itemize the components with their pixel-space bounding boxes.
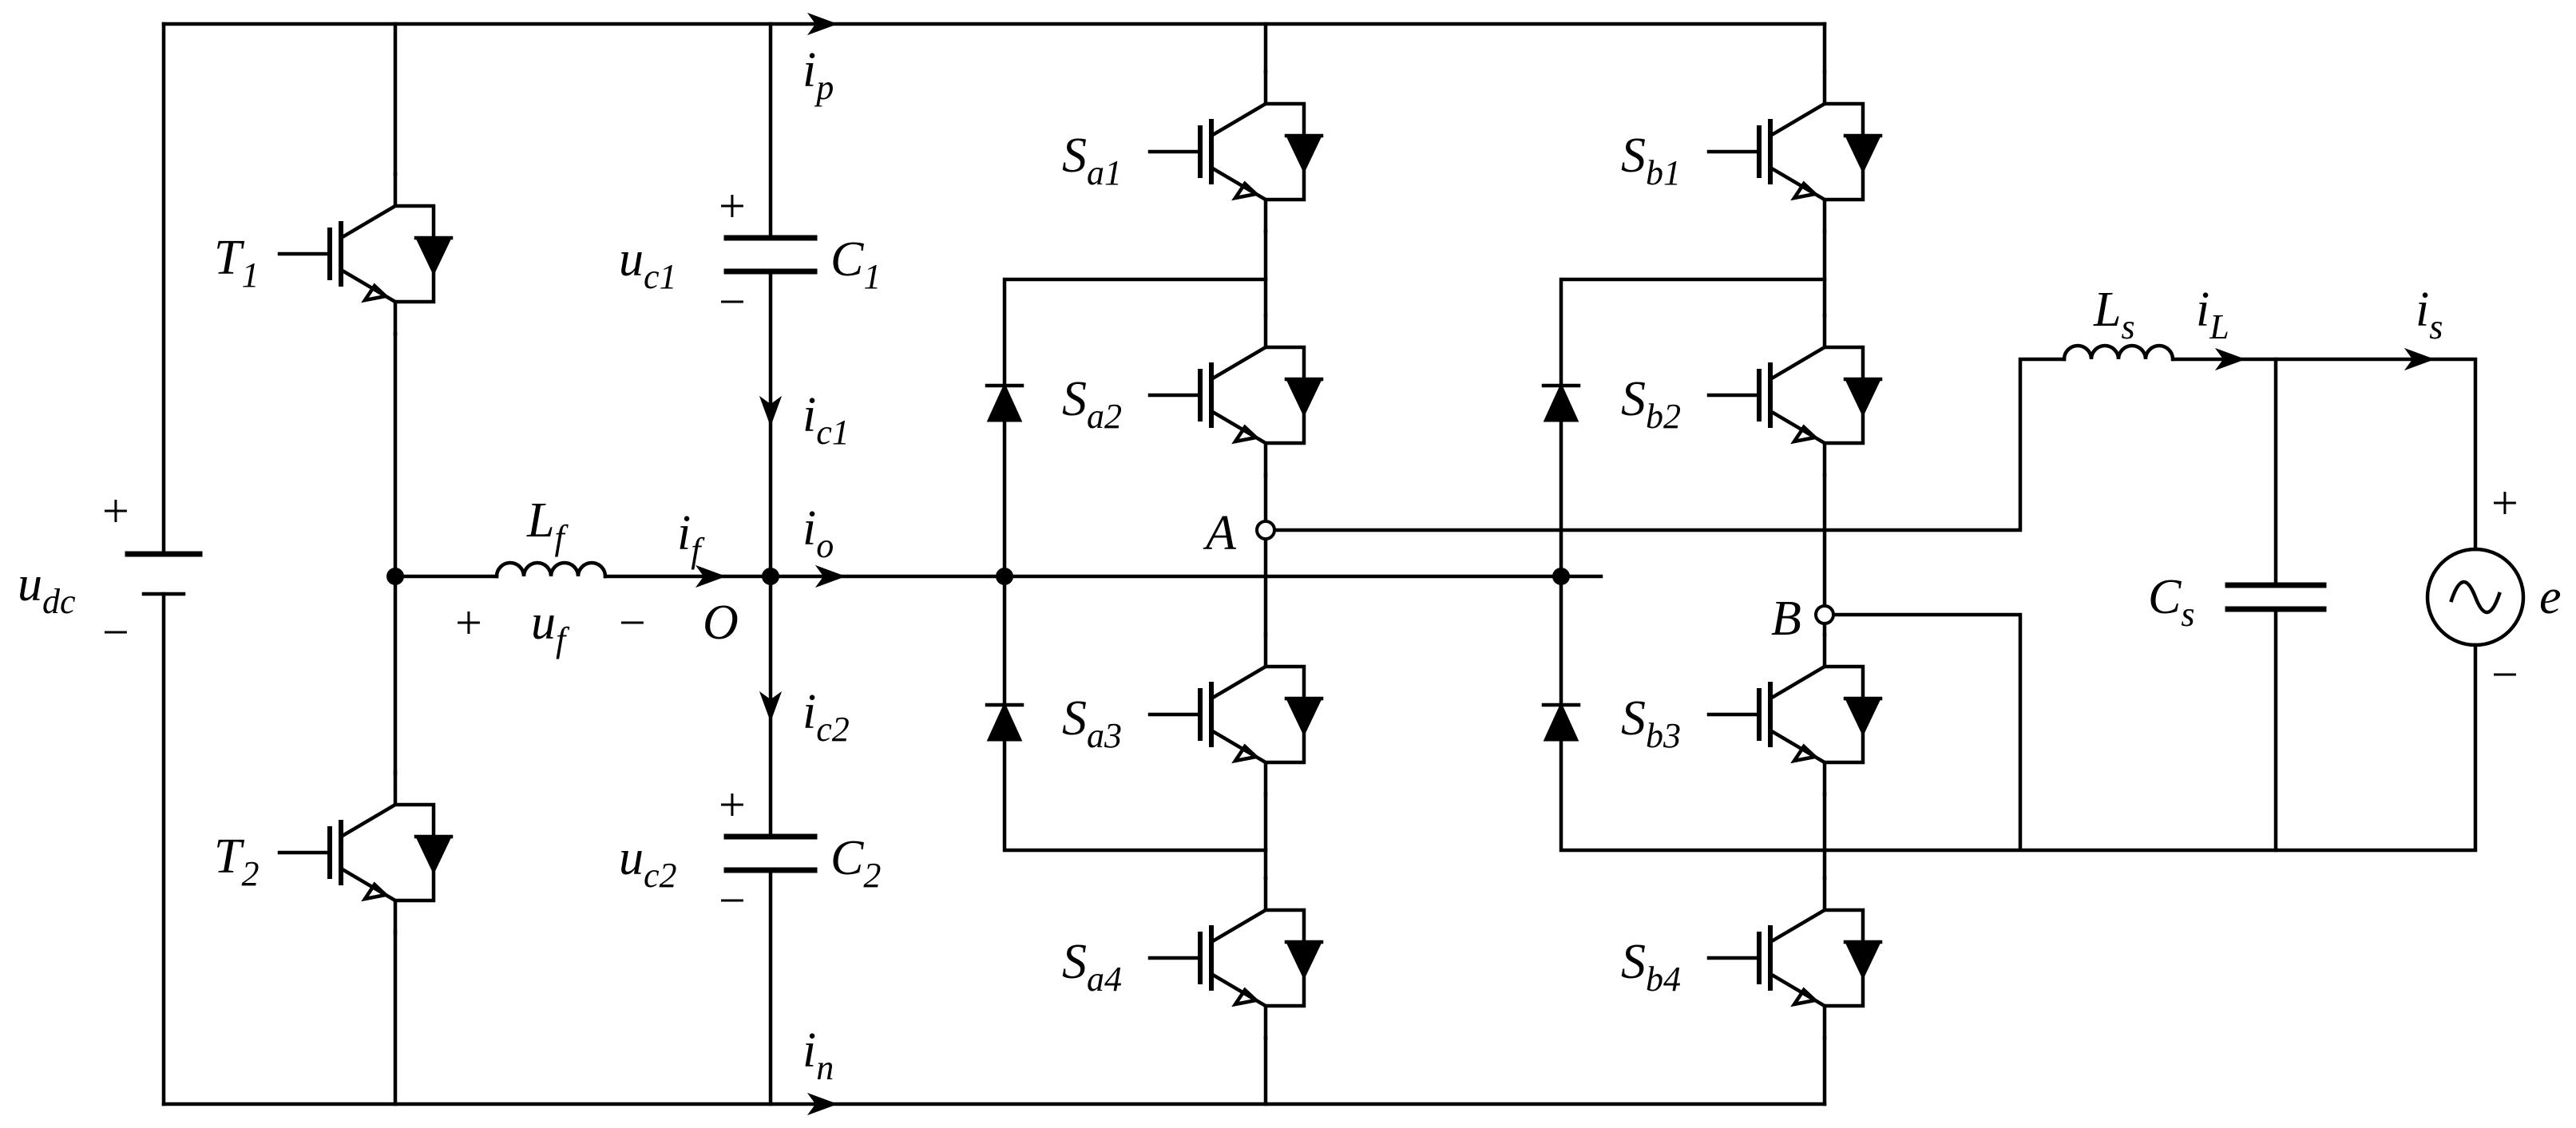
clamp-diode-a-lower <box>987 705 1022 740</box>
switch-T2 <box>279 773 451 932</box>
switch-Sb3 <box>1709 635 1880 794</box>
dc-source <box>125 551 203 596</box>
capacitor-C1 <box>723 235 818 275</box>
label-io: io <box>803 501 834 565</box>
label-node-O: O <box>703 596 739 650</box>
current-arrows <box>697 14 2433 1114</box>
junction-dots <box>386 520 1835 625</box>
sign-udc-minus: − <box>102 606 129 659</box>
label-ic2: ic2 <box>803 685 850 749</box>
label-Sa2: Sa2 <box>1062 372 1122 436</box>
label-uc2: uc2 <box>619 831 677 895</box>
label-ic1: ic1 <box>803 388 850 452</box>
label-T2: T2 <box>214 829 259 893</box>
label-Sa1: Sa1 <box>1062 129 1122 192</box>
switch-T1 <box>279 174 451 334</box>
switch-Sb2 <box>1709 315 1880 475</box>
sign-uf-minus: − <box>619 596 646 649</box>
label-node-B: B <box>1771 592 1801 646</box>
label-Cs: Cs <box>2148 570 2194 634</box>
label-uf: uf <box>531 596 570 659</box>
label-Sb3: Sb3 <box>1621 691 1681 755</box>
capacitor-C2 <box>723 833 818 873</box>
sign-e-minus: − <box>2491 648 2519 701</box>
ac-source-e <box>2425 547 2526 647</box>
label-udc: udc <box>18 557 76 621</box>
switch-Sa2 <box>1150 315 1322 475</box>
switch-Sa4 <box>1150 878 1322 1038</box>
label-node-A: A <box>1203 506 1237 560</box>
sign-uf-plus: + <box>455 596 482 649</box>
label-Sa3: Sa3 <box>1062 691 1122 755</box>
label-C2: C2 <box>830 831 881 895</box>
clamp-diode-a-upper <box>987 386 1022 421</box>
switch-Sb4 <box>1709 878 1880 1038</box>
clamp-diode-b-upper <box>1544 386 1579 421</box>
switch-Sa3 <box>1150 635 1322 794</box>
capacitor-Cs <box>2225 582 2327 612</box>
sign-uc2-minus: − <box>719 874 746 927</box>
label-Sb4: Sb4 <box>1621 935 1681 999</box>
wiring <box>161 22 2478 1106</box>
sign-uc1-minus: − <box>719 275 746 328</box>
label-Sb2: Sb2 <box>1621 372 1681 436</box>
inductor-Lf <box>494 560 608 579</box>
label-Ls: Ls <box>2093 283 2135 346</box>
label-in: in <box>803 1023 834 1087</box>
label-if: if <box>677 506 705 570</box>
label-e: e <box>2539 570 2562 624</box>
clamp-diode-b-lower <box>1544 705 1579 740</box>
sign-uc1-plus: + <box>719 180 746 232</box>
label-is: is <box>2415 283 2443 346</box>
switch-Sb1 <box>1709 72 1880 232</box>
label-Lf: Lf <box>526 493 569 557</box>
label-ip: ip <box>803 43 834 107</box>
label-T1: T1 <box>214 231 259 295</box>
label-iL: iL <box>2196 283 2229 346</box>
label-uc1: uc1 <box>619 232 677 296</box>
label-Sa4: Sa4 <box>1062 935 1122 999</box>
label-Sb1: Sb1 <box>1621 129 1681 192</box>
sign-e-plus: + <box>2491 477 2519 529</box>
switch-Sa1 <box>1150 72 1322 232</box>
sign-uc2-plus: + <box>719 778 746 831</box>
label-C1: C1 <box>830 232 881 296</box>
inductor-Ls <box>2062 343 2175 362</box>
sign-udc-plus: + <box>102 485 129 537</box>
